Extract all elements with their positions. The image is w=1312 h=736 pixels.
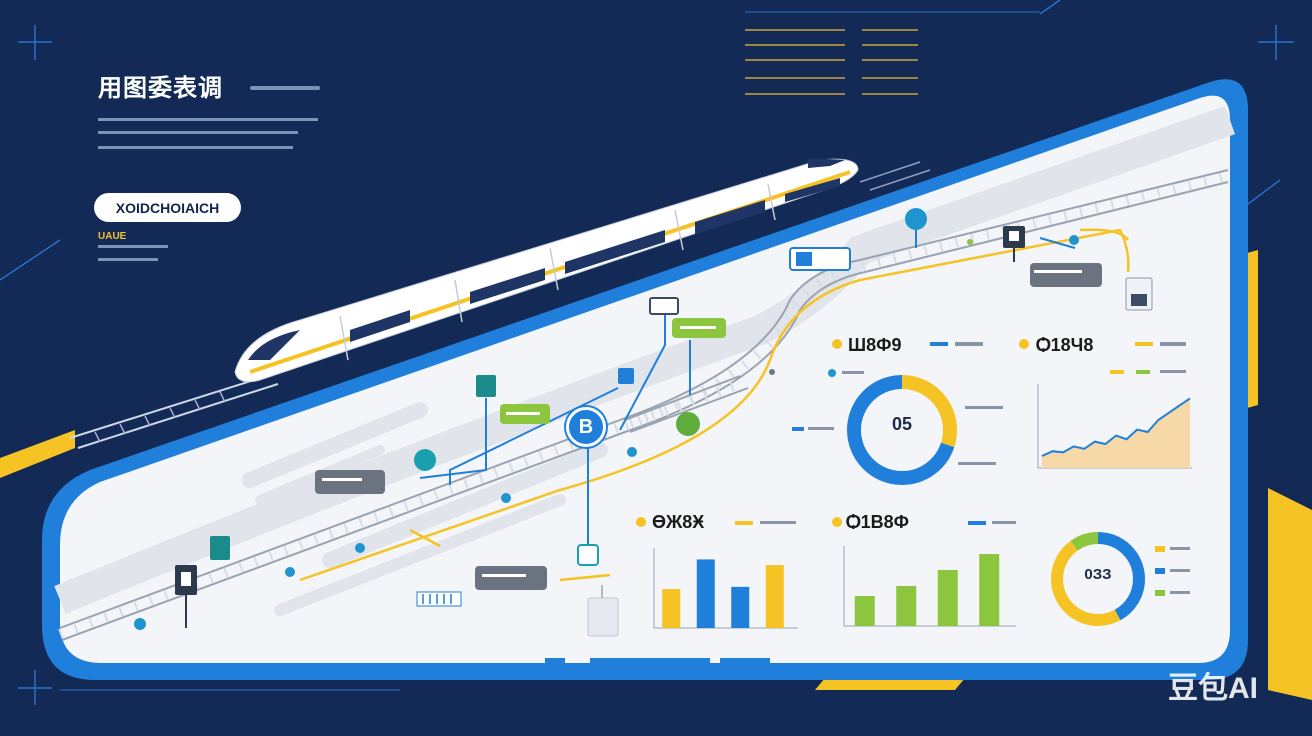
bar-chart-left xyxy=(653,548,798,629)
page-title: 用图委表调 xyxy=(98,75,223,102)
donut-right-value: 0ЗЗ xyxy=(1084,566,1112,583)
panel-title-top-right: Ѻ18Ч8 xyxy=(1036,335,1094,355)
bar-4 xyxy=(979,554,1000,626)
bar-4 xyxy=(765,565,784,628)
panel-title-top-left: Ш8Ф9 xyxy=(848,335,902,355)
station-marker[interactable]: B xyxy=(566,407,606,447)
category-pill[interactable]: XOIDCHOIAICH xyxy=(94,193,241,222)
bar-3 xyxy=(937,570,958,626)
donut-slice-2 xyxy=(1051,532,1145,626)
sub-label: UAUE xyxy=(98,231,127,242)
donut-slice-2 xyxy=(847,375,957,485)
bar-2 xyxy=(896,586,917,626)
donut-slice-3 xyxy=(1051,532,1145,626)
bar-3 xyxy=(731,586,750,628)
bar-2 xyxy=(696,559,715,628)
bar-1 xyxy=(854,596,875,626)
station-marker-label: B xyxy=(578,415,594,438)
area-fill xyxy=(1042,398,1190,468)
area-line xyxy=(1041,397,1191,457)
panel-title-bottom-left: ӨЖ8Ӿ xyxy=(652,512,705,532)
donut-chart-right xyxy=(1051,532,1145,626)
area-chart xyxy=(1037,384,1192,469)
watermark: 豆包AI xyxy=(1168,672,1258,705)
panel-title-bottom-mid: Ѻ1В8Ф xyxy=(846,512,910,532)
donut-chart-left xyxy=(847,375,957,485)
donut-left-value: 05 xyxy=(891,414,913,434)
bar-1 xyxy=(662,589,681,628)
bar-chart-mid xyxy=(843,546,1016,627)
